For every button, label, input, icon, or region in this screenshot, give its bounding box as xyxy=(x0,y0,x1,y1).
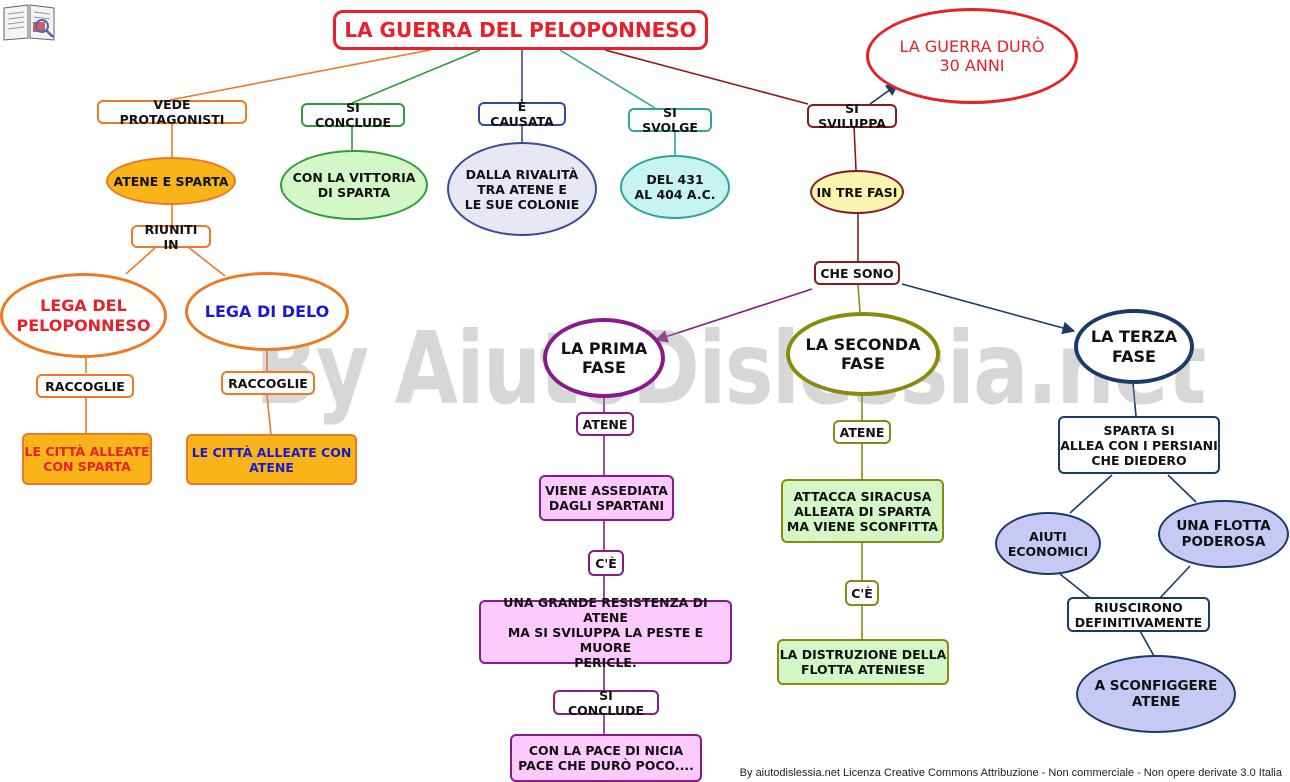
label-si-svolge: SI SVOLGE xyxy=(628,105,712,135)
node-lega-delo: LEGA DI DELO xyxy=(185,272,349,351)
box-alleati-atene: LE CITTÀ ALLEATE CON ATENE xyxy=(186,434,357,485)
box-prima-resistenza: UNA GRANDE RESISTENZA DI ATENE MA SI SVI… xyxy=(479,595,732,670)
box-seconda-distruzione: LA DISTRUZIONE DELLA FLOTTA ATENIESE xyxy=(777,639,949,685)
label-prima-atene: ATENE xyxy=(576,412,634,436)
node-prima-fase: LA PRIMA FASE xyxy=(543,318,665,398)
label-che-sono: CHE SONO xyxy=(814,261,900,285)
label-prima-si-conclude: SI CONCLUDE xyxy=(553,688,659,718)
label-terza-riuscirono: RIUSCIRONO DEFINITIVAMENTE xyxy=(1067,597,1210,632)
node-terza-aiuti: AIUTI ECONOMICI xyxy=(995,512,1101,575)
label-raccoglie-2: RACCOGLIE xyxy=(221,371,315,395)
label-si-conclude: SI CONCLUDE xyxy=(301,100,405,130)
node-date: DEL 431 AL 404 A.C. xyxy=(620,155,730,219)
node-seconda-fase: LA SECONDA FASE xyxy=(786,312,940,396)
war-duration-ellipse: LA GUERRA DURÒ 30 ANNI xyxy=(866,8,1078,104)
license-footer: By aiutodislessia.net Licenza Creative C… xyxy=(739,767,1282,779)
label-riuniti-in: RIUNITI IN xyxy=(131,222,211,252)
box-prima-assediata: VIENE ASSEDIATA DAGLI SPARTANI xyxy=(539,475,674,521)
label-e-causata: È CAUSATA xyxy=(478,99,566,129)
main-title: LA GUERRA DEL PELOPONNESO xyxy=(333,10,708,50)
label-seconda-ce: C'È xyxy=(845,580,879,606)
node-tre-fasi: IN TRE FASI xyxy=(810,170,904,214)
label-prima-ce: C'È xyxy=(588,550,624,576)
node-lega-peloponneso: LEGA DEL PELOPONNESO xyxy=(0,273,167,358)
node-atene-e-sparta: ATENE E SPARTA xyxy=(106,157,236,205)
label-vede-protagonisti: VEDE PROTAGONISTI xyxy=(97,97,247,127)
node-vittoria-sparta: CON LA VITTORIA DI SPARTA xyxy=(280,150,428,220)
label-raccoglie-1: RACCOGLIE xyxy=(36,374,134,398)
node-terza-flotta: UNA FLOTTA PODEROSA xyxy=(1158,500,1289,568)
box-terza-persiani: SPARTA SI ALLEA CON I PERSIANI CHE DIEDE… xyxy=(1058,416,1220,474)
node-terza-sconfiggere: A SCONFIGGERE ATENE xyxy=(1076,655,1236,733)
box-seconda-siracusa: ATTACCA SIRACUSA ALLEATA DI SPARTA MA VI… xyxy=(781,479,944,543)
label-seconda-atene: ATENE xyxy=(833,420,891,444)
box-prima-pace-nicia: CON LA PACE DI NICIA PACE CHE DURÒ POCO.… xyxy=(510,734,702,782)
node-terza-fase: LA TERZA FASE xyxy=(1074,309,1194,384)
label-si-sviluppa: SI SVILUPPA xyxy=(807,101,897,131)
box-alleati-sparta: LE CITTÀ ALLEATE CON SPARTA xyxy=(22,433,152,485)
node-rivalita: DALLA RIVALITÀ TRA ATENE E LE SUE COLONI… xyxy=(447,142,597,236)
book-logo-icon xyxy=(3,4,55,41)
